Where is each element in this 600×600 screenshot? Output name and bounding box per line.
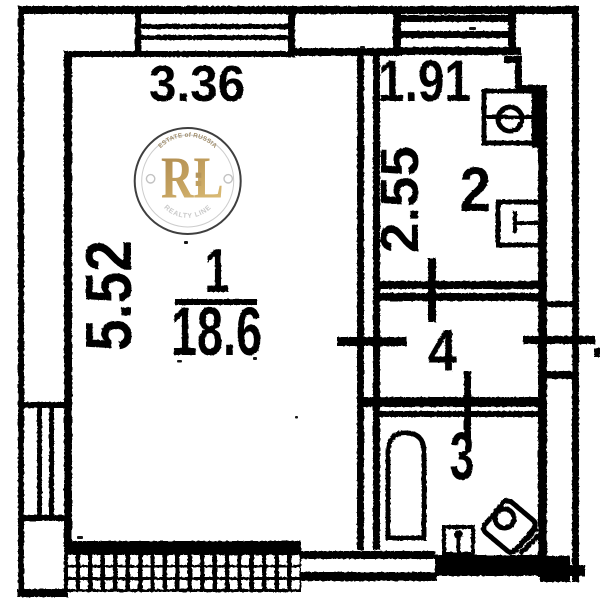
svg-text:4: 4 bbox=[428, 318, 457, 384]
svg-text:RL: RL bbox=[161, 145, 224, 211]
svg-text:5.52: 5.52 bbox=[72, 240, 145, 351]
svg-text:2: 2 bbox=[460, 154, 492, 224]
svg-text:1.91: 1.91 bbox=[378, 49, 471, 114]
svg-text:2.55: 2.55 bbox=[370, 146, 430, 253]
svg-text:1: 1 bbox=[205, 237, 230, 306]
svg-text:18.6: 18.6 bbox=[171, 293, 262, 370]
svg-text:3: 3 bbox=[450, 418, 474, 494]
svg-text:3.36: 3.36 bbox=[149, 55, 245, 112]
